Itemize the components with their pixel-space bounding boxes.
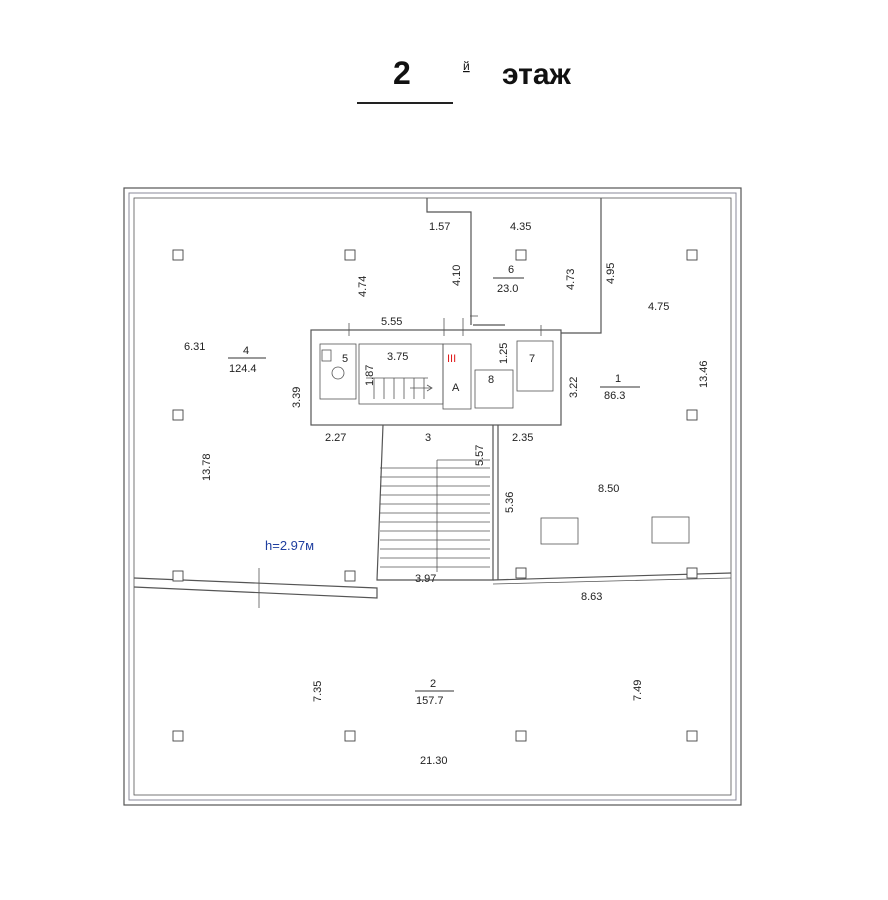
ceiling-height: h=2.97м [265,538,314,553]
dim-3-39: 3.39 [291,387,303,408]
dim-21-30: 21.30 [420,755,448,767]
room-4-number: 4 [243,345,249,357]
room-6-number: 6 [508,264,514,276]
room-8-number: 8 [488,374,494,386]
dim-3-75: 3.75 [387,351,408,363]
stair-mark: III [447,353,456,365]
floor-word: этаж [502,58,572,91]
room-2-number: 2 [430,678,436,690]
dim-1-57: 1.57 [429,221,450,233]
main-staircase [376,424,494,581]
room-1-number: 1 [615,373,621,385]
columns [172,249,698,742]
dim-4-10: 4.10 [451,265,463,286]
room-1-area: 86.3 [604,390,625,402]
floor-number-suffix: й [463,59,470,73]
dim-5-57: 5.57 [474,445,486,466]
room-7-number: 7 [529,353,535,365]
dim-1-87: 1.87 [364,365,376,386]
equipment-block-right [651,516,690,544]
dim-13-78: 13.78 [201,453,213,481]
room-6-area: 23.0 [497,283,518,295]
dim-6-31: 6.31 [184,341,205,353]
dim-5-55: 5.55 [381,316,402,328]
room-5-number: 5 [342,353,348,365]
dim-7-35: 7.35 [312,681,324,702]
room-2-area: 157.7 [416,695,444,707]
dim-3-97: 3.97 [415,573,436,585]
outer-walls [123,187,742,806]
dim-3: 3 [425,432,431,444]
staircase-letter: А [452,382,460,394]
toilet-icon [331,366,345,380]
dim-8-50: 8.50 [598,483,619,495]
dim-2-35: 2.35 [512,432,533,444]
dim-5-36: 5.36 [504,492,516,513]
equipment-block-left [540,517,579,545]
dim-4-75: 4.75 [648,301,669,313]
room-4-area: 124.4 [229,363,257,375]
dim-4-35: 4.35 [510,221,531,233]
door-marks [348,315,542,336]
dim-4-73: 4.73 [565,269,577,290]
dim-4-74: 4.74 [357,276,369,297]
dim-1-25: 1.25 [498,343,510,364]
sink-icon [321,349,332,362]
dim-8-63: 8.63 [581,591,602,603]
core-stair [366,377,433,399]
dim-13-46: 13.46 [698,360,710,388]
dim-2-27: 2.27 [325,432,346,444]
dim-7-49: 7.49 [632,680,644,701]
interior-walls [133,198,732,608]
floor-number: 2 [393,55,411,91]
dim-4-95: 4.95 [605,263,617,284]
dim-3-22: 3.22 [568,377,580,398]
dimension-labels: 1.57 4.35 4.75 6.31 5.55 3.75 2.27 3 2.3… [184,221,710,767]
